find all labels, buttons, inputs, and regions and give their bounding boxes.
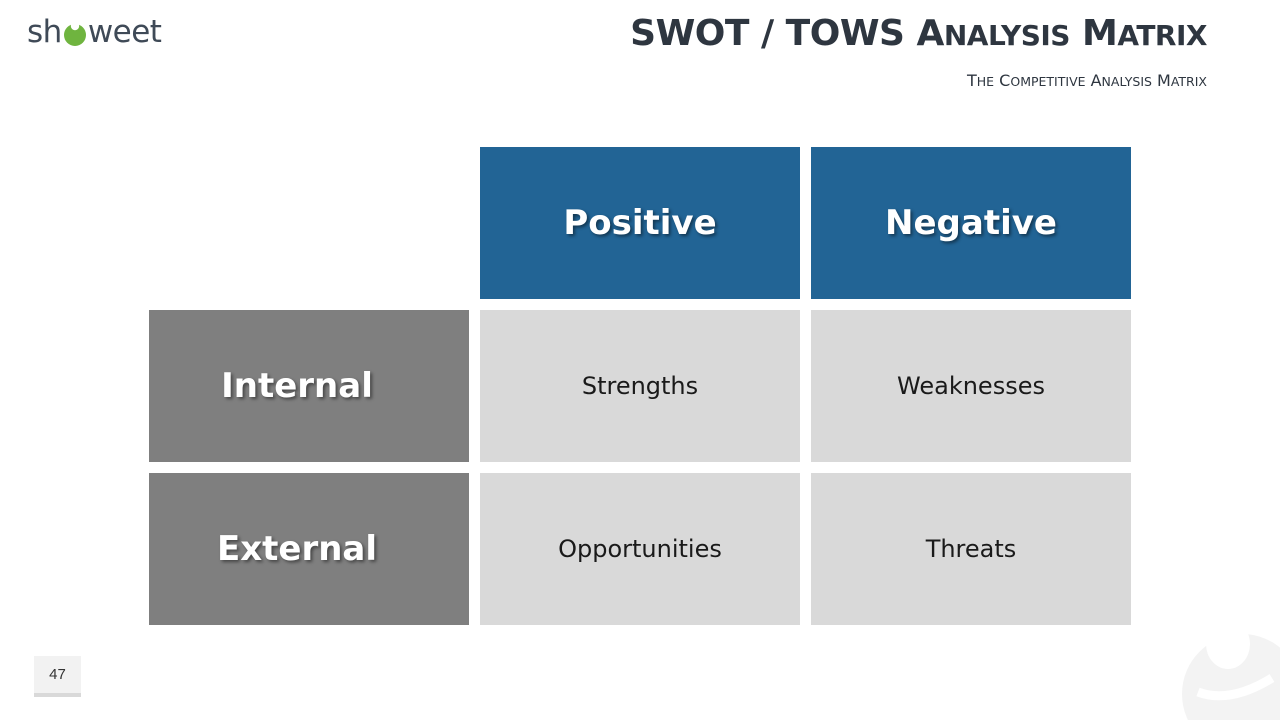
subtitle-part: A: [1085, 71, 1102, 90]
page-title: SWOT / TOWS ANALYSIS MATRIX: [630, 12, 1207, 58]
watermark-logo-icon: [1182, 619, 1280, 720]
logo-text-right: weet: [87, 14, 162, 50]
logo-text-left: sh: [27, 14, 62, 50]
page-number: 47: [34, 656, 81, 697]
column-header-positive: Positive: [480, 147, 800, 299]
subtitle-part: T: [967, 71, 977, 90]
cell-weaknesses: Weaknesses: [811, 310, 1131, 462]
subtitle-smallcaps: HE: [976, 74, 995, 89]
title-smallcaps: NALYSIS: [943, 19, 1071, 52]
subtitle-part: C: [994, 71, 1011, 90]
cell-opportunities: Opportunities: [480, 473, 800, 625]
title-part: SWOT / TOWS A: [630, 13, 944, 54]
showeet-logo: sh weet: [27, 12, 162, 52]
subtitle-smallcaps: OMPETITIVE: [1010, 74, 1086, 89]
row-header-internal: Internal: [149, 310, 469, 462]
cell-strengths: Strengths: [480, 310, 800, 462]
subtitle-smallcaps: NALYSIS: [1101, 74, 1152, 89]
subtitle-part: M: [1151, 71, 1171, 90]
title-part: M: [1069, 13, 1118, 54]
cell-threats: Threats: [811, 473, 1131, 625]
row-header-external: External: [149, 473, 469, 625]
subtitle-smallcaps: ATRIX: [1170, 74, 1207, 89]
logo-o-icon: [63, 21, 86, 46]
title-smallcaps: ATRIX: [1117, 19, 1207, 52]
column-header-negative: Negative: [811, 147, 1131, 299]
page-subtitle: THE COMPETITIVE ANALYSIS MATRIX: [967, 70, 1207, 93]
